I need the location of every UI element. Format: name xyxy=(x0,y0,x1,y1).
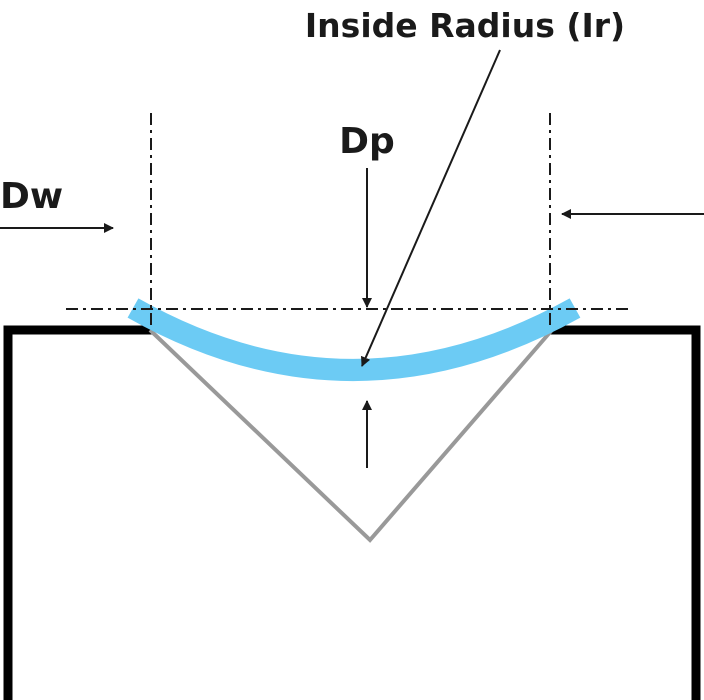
dw-label: Dw xyxy=(0,176,63,217)
inside-radius-label: Inside Radius (Ir) xyxy=(305,6,625,45)
dp-label: Dp xyxy=(339,121,395,162)
die-outline xyxy=(3,325,701,700)
bent-material-arc xyxy=(127,298,581,381)
vee-groove xyxy=(148,328,554,543)
inside-radius-leader xyxy=(361,49,501,367)
